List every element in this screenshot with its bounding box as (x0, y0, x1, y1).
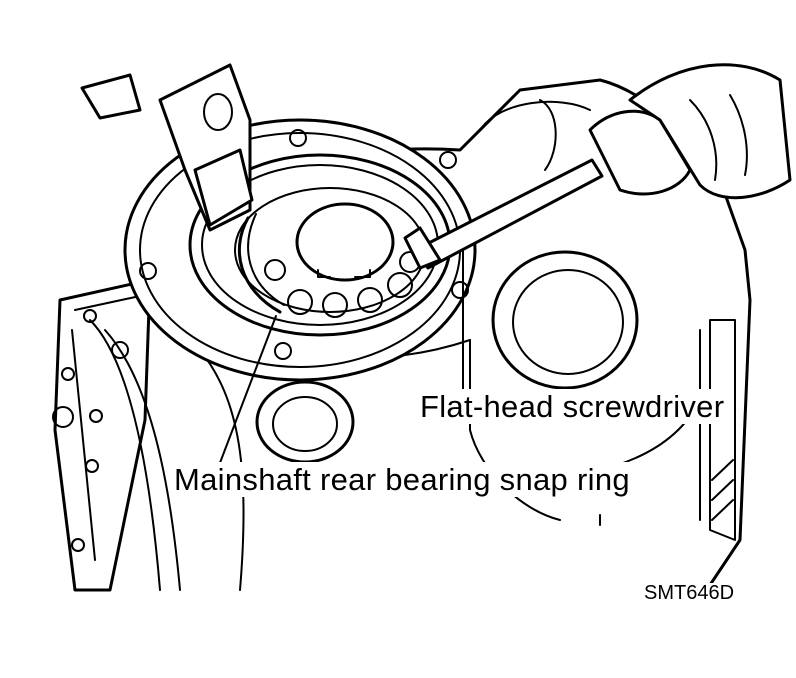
callout-flat-head-screwdriver: Flat-head screwdriver (416, 389, 729, 424)
lower-bore (255, 380, 355, 464)
callout-leaders (217, 249, 464, 469)
side-bore (491, 250, 639, 390)
snap-ring (237, 213, 285, 314)
figure-code: SMT646D (642, 582, 737, 604)
case-flange (52, 278, 181, 592)
callout-mainshaft-rear-bearing-snap-ring: Mainshaft rear bearing snap ring (170, 462, 634, 497)
retaining-bracket (80, 63, 254, 232)
flat-head-screwdriver (403, 63, 792, 270)
